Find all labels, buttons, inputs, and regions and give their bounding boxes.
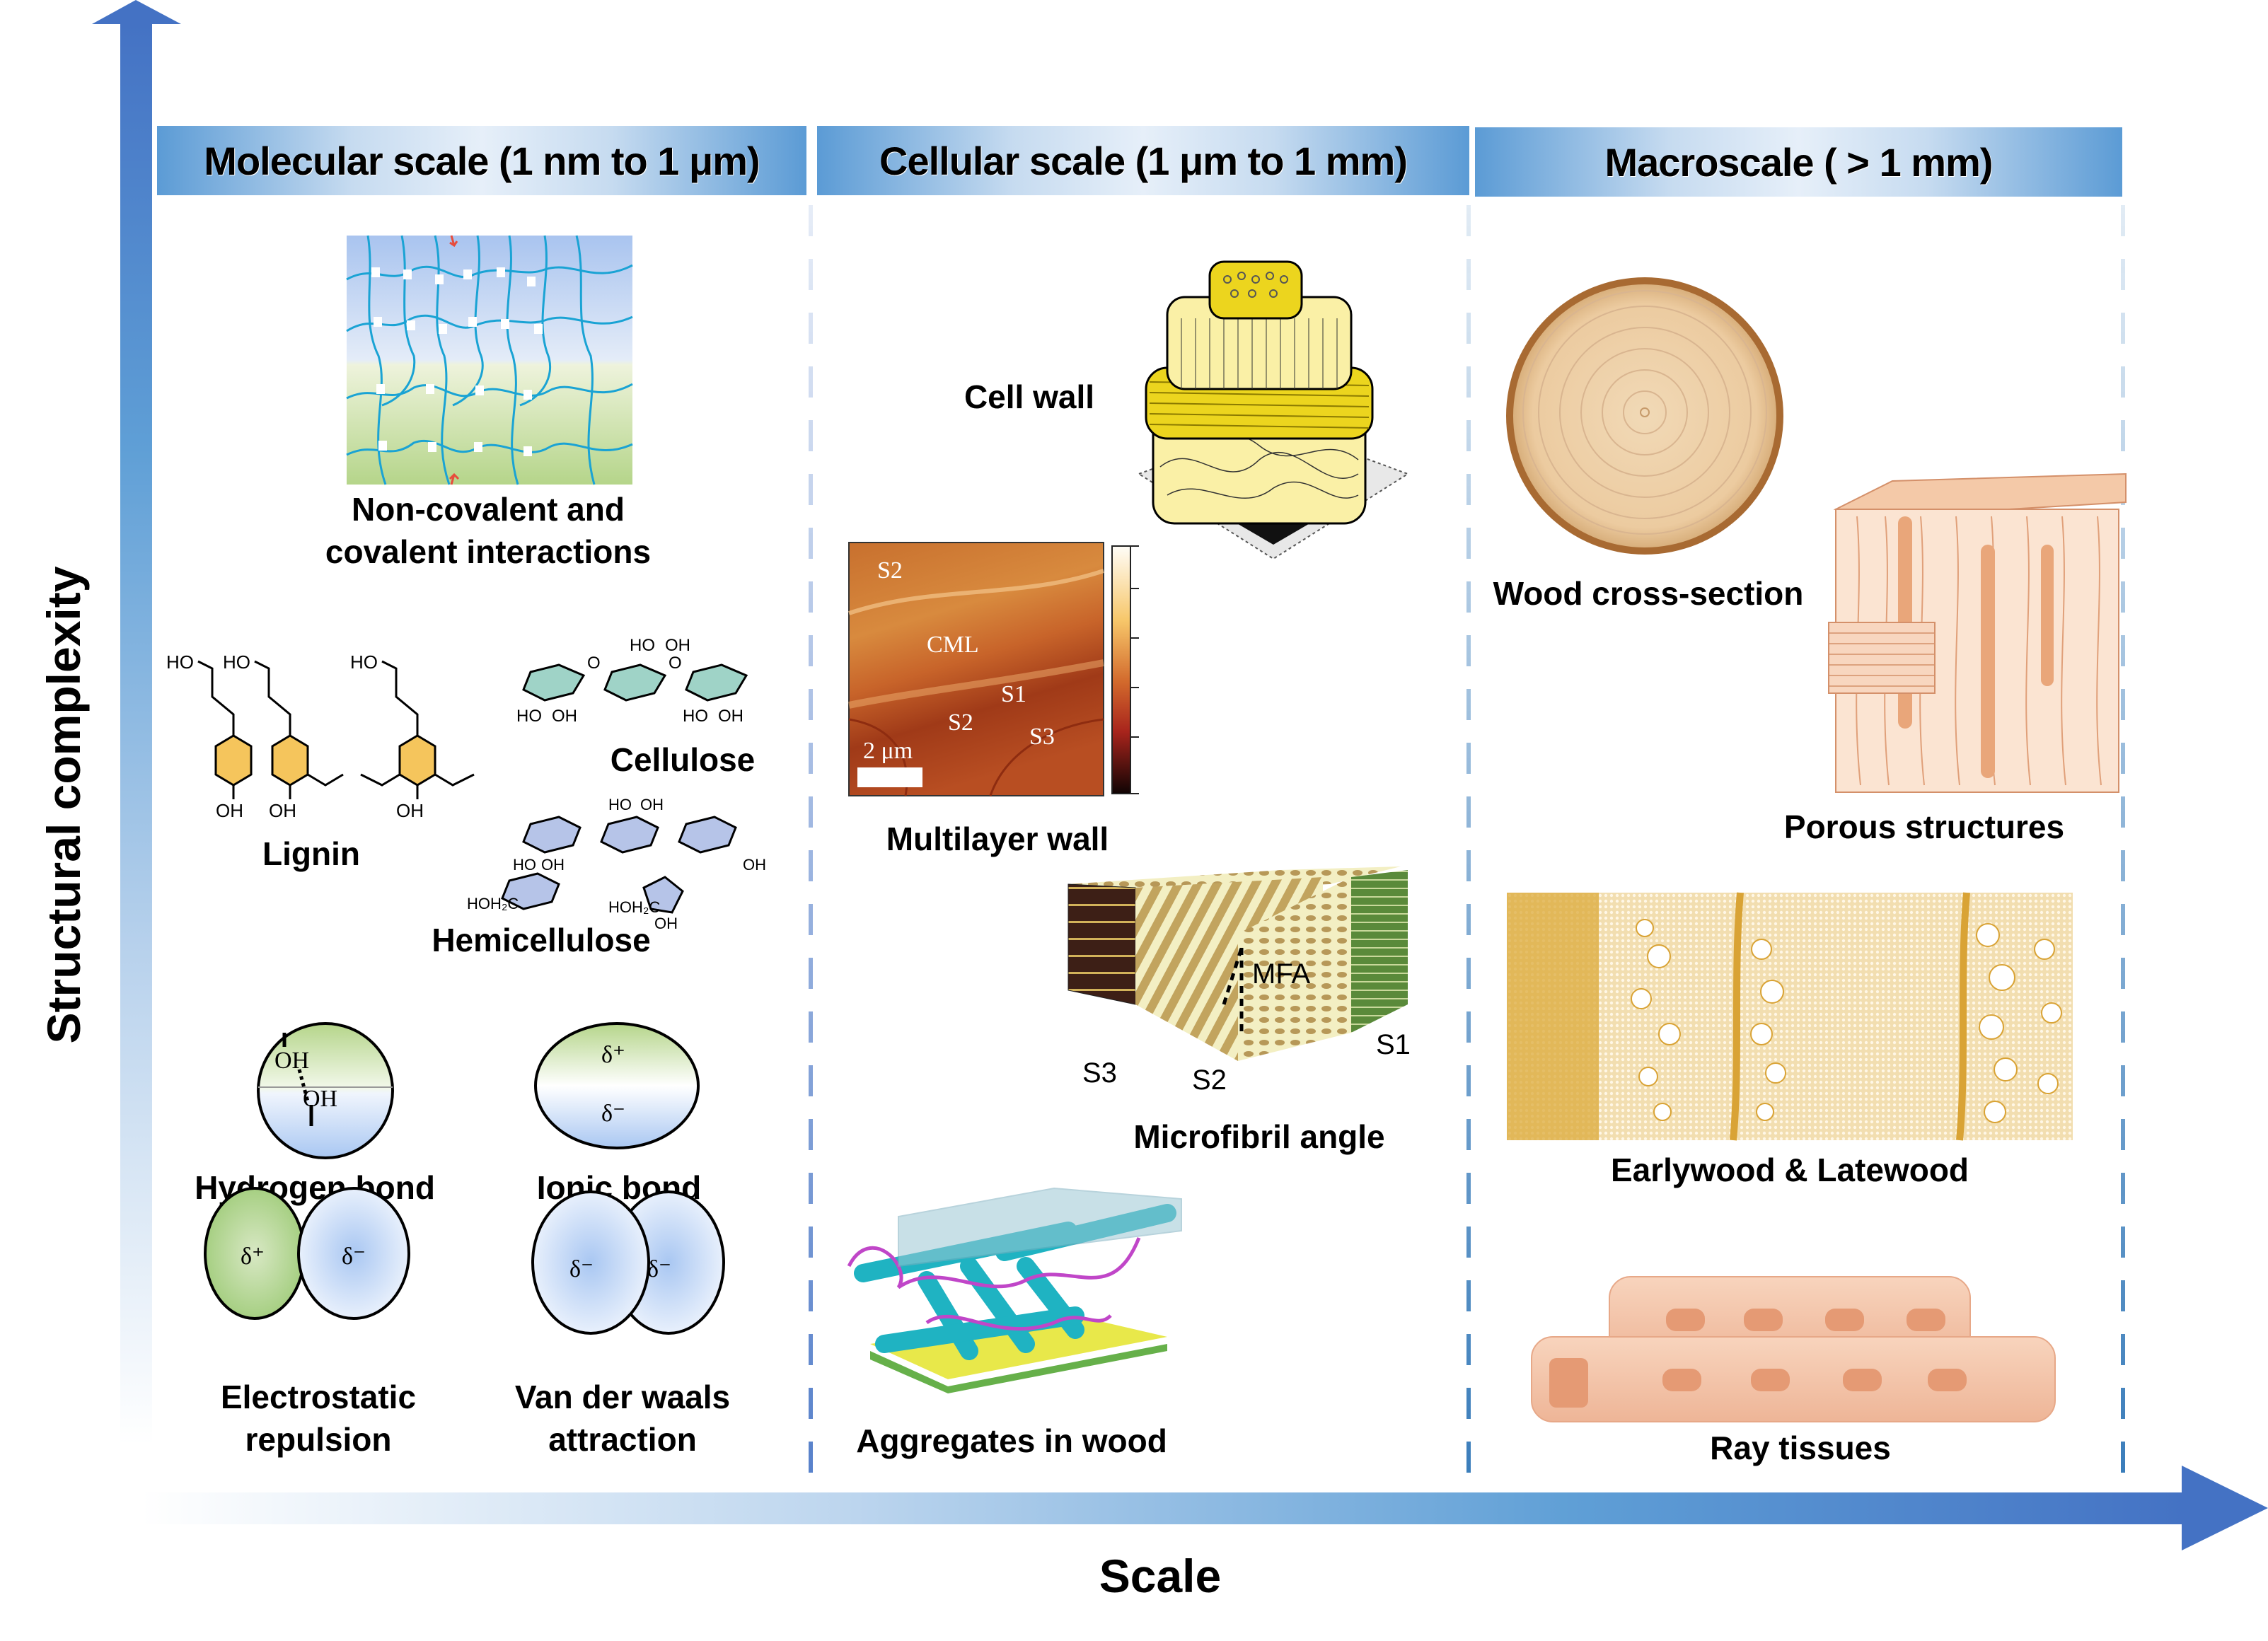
earlywood-latewood-image bbox=[1507, 892, 2073, 1141]
label-porous-structures: Porous structures bbox=[1783, 808, 2065, 845]
label-vdw-line2: attraction bbox=[548, 1421, 697, 1458]
svg-text:OH: OH bbox=[654, 915, 678, 932]
label-network-line2: covalent interactions bbox=[325, 533, 652, 570]
hydrogen-bond-diagram: OH OH bbox=[257, 1022, 394, 1159]
microfibril-angle-diagram: MFA S3 S2 S1 bbox=[1068, 866, 1411, 1096]
wood-cross-section-image bbox=[1506, 277, 1783, 555]
afm-multilayer-image: S2 CML S1 S2 S3 2 μm bbox=[848, 542, 1139, 796]
svg-text:HO: HO bbox=[513, 856, 536, 874]
mfa-label-s1: S1 bbox=[1376, 1029, 1411, 1060]
svg-text:OH: OH bbox=[552, 707, 577, 726]
electrostatic-repulsion-diagram: δ⁺ δ⁻ bbox=[204, 1187, 410, 1320]
mfa-label-s2: S2 bbox=[1192, 1065, 1227, 1096]
x-axis-arrowhead bbox=[2182, 1466, 2268, 1550]
cell-wall-diagram bbox=[1137, 260, 1410, 560]
afm-label-s2-top: S2 bbox=[877, 557, 903, 584]
afm-scale-bar-label: 2 μm bbox=[863, 738, 913, 764]
cellulose-structure: O O HO OH HO OH HO OH bbox=[516, 636, 748, 726]
afm-label-cml: CML bbox=[927, 632, 979, 658]
afm-label-s3: S3 bbox=[1029, 724, 1055, 750]
ionic-delta-plus: δ⁺ bbox=[601, 1042, 625, 1068]
porous-structures-illustration bbox=[1828, 472, 2127, 793]
lignin-ho-2: HO bbox=[223, 651, 250, 673]
y-axis-arrowhead bbox=[92, 0, 181, 24]
electrostatic-delta-minus: δ⁻ bbox=[342, 1243, 366, 1270]
label-hemicellulose: Hemicellulose bbox=[432, 922, 651, 958]
label-electrostatic-line2: repulsion bbox=[245, 1421, 392, 1458]
divider-cellular-macro bbox=[1466, 205, 1471, 1489]
header-molecular-scale: Molecular scale (1 nm to 1 μm) bbox=[157, 126, 806, 195]
mfa-label: MFA bbox=[1252, 958, 1311, 990]
label-microfibril-angle: Microfibril angle bbox=[1133, 1118, 1385, 1155]
svg-text:HOH₂C: HOH₂C bbox=[467, 895, 519, 912]
label-earlywood-latewood: Earlywood & Latewood bbox=[1610, 1152, 1969, 1188]
polymer-network-illustration bbox=[346, 235, 633, 485]
svg-text:HO: HO bbox=[630, 636, 655, 655]
divider-right-edge bbox=[2121, 205, 2125, 1489]
label-van-der-waals: Van der waals attraction bbox=[481, 1376, 764, 1461]
label-network-line1: Non-covalent and bbox=[352, 491, 625, 528]
lignin-structure: HO HO HO OH OH OH bbox=[166, 651, 475, 821]
label-lignin: Lignin bbox=[262, 835, 360, 872]
y-axis-shaft bbox=[120, 23, 152, 1444]
hbond-oh-top: OH bbox=[274, 1048, 309, 1074]
hbond-oh-bottom: OH bbox=[303, 1086, 337, 1112]
afm-label-s2: S2 bbox=[948, 709, 973, 736]
svg-text:HO: HO bbox=[516, 707, 542, 726]
label-cellulose: Cellulose bbox=[610, 741, 756, 778]
label-wood-cross-section: Wood cross-section bbox=[1493, 575, 1804, 612]
aggregates-illustration bbox=[847, 1187, 1182, 1393]
svg-text:OH: OH bbox=[718, 707, 744, 726]
ray-tissues-illustration bbox=[1531, 1276, 2056, 1422]
label-multilayer-wall: Multilayer wall bbox=[886, 820, 1109, 857]
x-axis-shaft bbox=[141, 1492, 2186, 1524]
header-cellular-scale: Cellular scale (1 μm to 1 mm) bbox=[817, 126, 1469, 195]
label-aggregates: Aggregates in wood bbox=[856, 1422, 1167, 1459]
svg-text:OH: OH bbox=[743, 856, 766, 874]
label-electrostatic-repulsion: Electrostatic repulsion bbox=[177, 1376, 460, 1461]
lignin-ho-1: HO bbox=[166, 651, 194, 673]
svg-text:O: O bbox=[669, 654, 682, 673]
label-network-interactions: Non-covalent and covalent interactions bbox=[297, 488, 679, 573]
hemicellulose-structure: HO OH HO OH HOH₂C HOH₂C OH OH bbox=[467, 796, 766, 932]
lignin-oh-3: OH bbox=[396, 800, 424, 821]
lignin-ho-3: HO bbox=[350, 651, 378, 673]
x-axis-title: Scale bbox=[1099, 1550, 1222, 1602]
svg-text:OH: OH bbox=[640, 796, 664, 813]
label-vdw-line1: Van der waals bbox=[514, 1379, 731, 1415]
svg-text:OH: OH bbox=[665, 636, 690, 655]
van-der-waals-diagram: δ⁻ δ⁻ bbox=[531, 1190, 725, 1335]
afm-colorbar bbox=[1111, 545, 1131, 794]
svg-text:O: O bbox=[587, 654, 601, 673]
label-ray-tissues: Ray tissues bbox=[1710, 1430, 1891, 1466]
y-axis-title: Structural complexity bbox=[37, 566, 90, 1044]
label-cell-wall: Cell wall bbox=[964, 378, 1095, 415]
mfa-label-s3: S3 bbox=[1082, 1057, 1117, 1089]
electrostatic-delta-plus: δ⁺ bbox=[241, 1243, 265, 1270]
header-macroscale: Macroscale ( > 1 mm) bbox=[1475, 127, 2122, 197]
svg-text:HO: HO bbox=[683, 707, 708, 726]
svg-text:HOH₂C: HOH₂C bbox=[608, 898, 660, 916]
svg-text:HO: HO bbox=[608, 796, 632, 813]
lignin-oh-2: OH bbox=[269, 800, 296, 821]
lignin-oh-1: OH bbox=[216, 800, 243, 821]
afm-scale-bar bbox=[857, 767, 922, 787]
ionic-bond-diagram: δ⁺ δ⁻ bbox=[534, 1022, 700, 1149]
ionic-delta-minus: δ⁻ bbox=[601, 1101, 625, 1127]
afm-label-s1: S1 bbox=[1001, 681, 1026, 707]
vdw-delta-minus-1: δ⁻ bbox=[569, 1256, 594, 1282]
divider-molecular-cellular bbox=[809, 205, 813, 1489]
vdw-delta-minus-2: δ⁻ bbox=[647, 1256, 671, 1282]
label-electrostatic-line1: Electrostatic bbox=[220, 1379, 417, 1415]
svg-text:OH: OH bbox=[541, 856, 565, 874]
